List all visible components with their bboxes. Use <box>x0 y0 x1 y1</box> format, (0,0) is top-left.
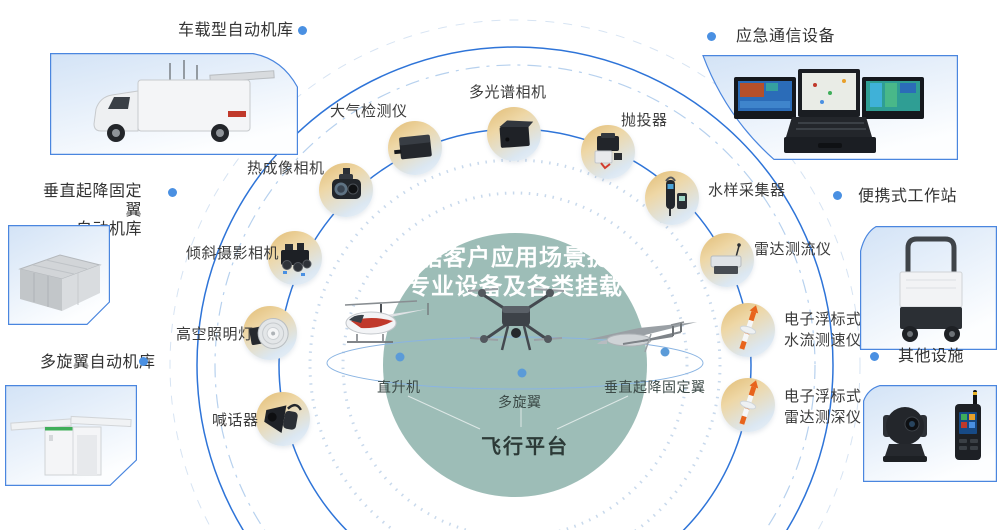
multispectral-camera-icon <box>487 107 541 161</box>
portable-workstation-dot <box>833 191 842 200</box>
portable-workstation-image <box>899 236 963 342</box>
center-title-line1: 根据客户应用场景提供 <box>395 244 635 270</box>
vehicle-hangar-image <box>93 60 275 142</box>
multirotor-label: 多旋翼 <box>498 394 542 410</box>
thermal-camera-label: 热成像相机 <box>247 160 325 177</box>
thermal-camera-icon <box>319 163 373 217</box>
megaphone-icon <box>256 392 310 446</box>
center-title: 根据客户应用场景提供 专业设备及各类挂载 <box>345 243 685 301</box>
oblique-camera-label: 倾斜摄影相机 <box>186 245 280 262</box>
radar-flow-meter-icon <box>700 233 754 287</box>
oblique-camera-icon <box>268 231 322 285</box>
other-facilities-label: 其他设施 <box>898 348 965 365</box>
vtol-fixed-wing-image <box>585 321 697 353</box>
multirotor-hangar-dot <box>139 357 148 366</box>
other-facilities-dot <box>870 352 879 361</box>
water-sampler-icon <box>645 171 699 225</box>
aerial-spotlight-icon <box>243 306 297 360</box>
vehicle-hangar-dot <box>298 26 307 35</box>
water-sampler-label: 水样采集器 <box>708 182 786 199</box>
vehicle-hangar-card <box>50 53 298 155</box>
multirotor-hangar-label: 多旋翼自动机库 <box>40 354 156 371</box>
megaphone-label: 喊话器 <box>212 412 259 429</box>
orbit-dots <box>395 347 670 378</box>
emergency-comm-image <box>734 69 924 153</box>
handheld-radio-image <box>955 390 981 460</box>
vtol-hangar-card <box>8 225 110 325</box>
buoy-flow-velocimeter-label: 电子浮标式 水流测速仪 <box>784 311 862 349</box>
multirotor-hangar-image <box>10 415 132 476</box>
flight-platform-label: 飞行平台 <box>481 436 569 458</box>
buoy-radar-depth-sounder-label: 电子浮标式 雷达测深仪 <box>784 388 862 426</box>
buoy-radar-depth-sounder-icon <box>721 378 775 432</box>
multirotor-hangar-card <box>5 385 137 486</box>
vehicle-hangar-label: 车载型自动机库 <box>178 22 294 39</box>
emergency-comm-card <box>702 55 958 160</box>
payload-dropper-icon <box>581 125 635 179</box>
multispectral-camera-label: 多光谱相机 <box>469 84 547 101</box>
aerial-spotlight-label: 高空照明灯 <box>176 326 254 343</box>
platform-connector-lines <box>407 395 629 430</box>
vtol-hangar-dot <box>168 188 177 197</box>
helicopter-label: 直升机 <box>377 379 421 395</box>
emergency-comm-dot <box>707 32 716 41</box>
portable-workstation-label: 便携式工作站 <box>858 188 958 205</box>
portable-workstation-card <box>860 226 997 350</box>
vtol-fixed-wing-label: 垂直起降固定翼 <box>604 379 706 395</box>
emergency-comm-label: 应急通信设备 <box>736 28 836 45</box>
ptz-camera-image <box>883 407 927 462</box>
atmospheric-detector-label: 大气检测仪 <box>330 103 408 120</box>
payload-dropper-label: 抛投器 <box>621 112 668 129</box>
atmospheric-detector-icon <box>388 121 442 175</box>
helicopter-image <box>344 300 429 343</box>
multirotor-image <box>468 288 564 351</box>
center-title-line2: 专业设备及各类挂载 <box>407 273 623 299</box>
buoy-flow-velocimeter-icon <box>721 303 775 357</box>
center-green-circle <box>383 233 647 497</box>
vtol-hangar-image <box>18 254 102 311</box>
radar-flow-meter-label: 雷达测流仪 <box>754 241 832 258</box>
other-facilities-card <box>863 385 997 482</box>
